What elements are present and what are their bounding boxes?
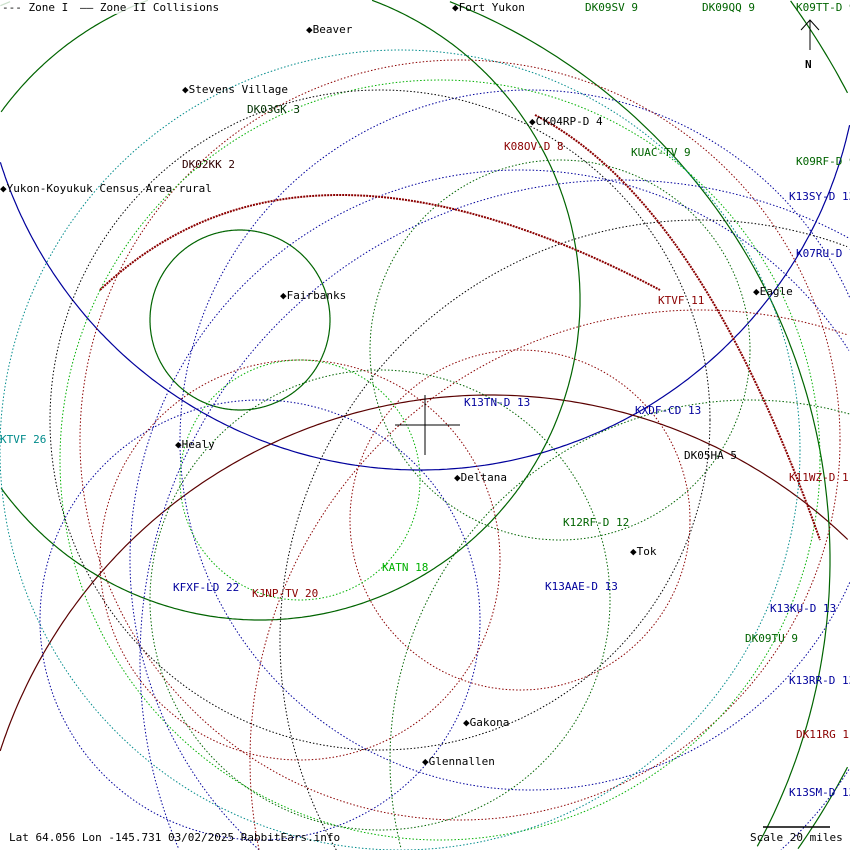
contour: [139, 179, 850, 848]
station-label[interactable]: DK02KK 2: [182, 158, 235, 171]
station-label[interactable]: K04RP-D 4: [543, 115, 603, 128]
station-label[interactable]: DK03GK 3: [247, 103, 300, 116]
legend: --- Zone I —— Zone II Collisions: [0, 0, 219, 14]
city-label: ◆Glennallen: [422, 755, 495, 768]
station-label[interactable]: KFXF-LD 22: [173, 581, 239, 594]
contour: [0, 49, 801, 850]
contour: [79, 59, 841, 821]
station-label[interactable]: K07RU-D 7: [796, 247, 850, 260]
station-label[interactable]: K11WZ-D 11: [789, 471, 850, 484]
station-label[interactable]: K13KU-D 13: [770, 602, 836, 615]
station-label[interactable]: KUAC-TV 9: [631, 146, 691, 159]
city-label: ◆Tok: [630, 545, 657, 558]
station-label[interactable]: KTVF 11: [658, 294, 704, 307]
station-label[interactable]: DK09QQ 9: [702, 1, 755, 14]
station-label[interactable]: KXDF-CD 13: [635, 404, 701, 417]
contour: [49, 89, 711, 751]
contour: [389, 399, 850, 848]
station-label[interactable]: KJNP-TV 20: [252, 587, 318, 600]
contour: [790, 0, 849, 850]
city-label: ◆Gakona: [463, 716, 509, 729]
contour: [129, 169, 850, 850]
station-label[interactable]: K09TT-D 9: [796, 1, 850, 14]
station-label[interactable]: K13SY-D 13: [789, 190, 850, 203]
station-label[interactable]: KTVF 26: [0, 433, 46, 446]
city-label: ◆C: [529, 115, 542, 128]
contour: [99, 359, 501, 761]
contour: [349, 349, 691, 691]
station-label[interactable]: K13AAE-D 13: [545, 580, 618, 593]
north-label: N: [805, 58, 812, 71]
station-label[interactable]: K13SM-D 13: [789, 786, 850, 799]
station-label[interactable]: K13TN-D 13: [464, 396, 530, 409]
contour: [0, 0, 581, 621]
contour: [369, 159, 751, 541]
status-readout: Lat 64.056 Lon -145.731 03/02/2025 Rabbi…: [9, 831, 340, 844]
station-label[interactable]: DK09TU 9: [745, 632, 798, 645]
station-label[interactable]: K13RR-D 13: [789, 674, 850, 687]
contour: [279, 219, 848, 850]
contour: [59, 79, 821, 841]
city-labels: ◆Fort Yukon ◆Beaver ◆Stevens Village ◆Yu…: [0, 1, 793, 768]
station-label[interactable]: DK05HA 5: [684, 449, 737, 462]
scale-label: Scale 20 miles: [750, 831, 843, 844]
station-label[interactable]: KATN 18: [382, 561, 428, 574]
contour: [149, 229, 331, 411]
contour: [149, 369, 611, 831]
north-arrow: [800, 19, 820, 50]
city-label: ◆Eagle: [753, 285, 793, 298]
city-label: ◆Stevens Village: [182, 83, 288, 96]
city-label: ◆Fairbanks: [280, 289, 346, 302]
station-label[interactable]: K09RF-D 9: [796, 155, 850, 168]
contour: [0, 394, 849, 752]
station-label[interactable]: K08OV-D 8: [504, 140, 564, 153]
station-label[interactable]: K12RF-D 12: [563, 516, 629, 529]
station-label[interactable]: DK11RG 11: [796, 728, 850, 741]
city-label: ◆Deltana: [454, 471, 507, 484]
city-label: ◆Beaver: [306, 23, 353, 36]
city-label: ◆Yukon-Koyukuk Census Area rural: [0, 182, 212, 195]
contour: [249, 309, 847, 850]
collision-arc: [534, 114, 821, 541]
station-label[interactable]: DK09SV 9: [585, 1, 638, 14]
cursor-crosshair: [395, 395, 460, 455]
city-label: ◆Healy: [175, 438, 215, 451]
collision-arc: [99, 194, 661, 291]
contour: [0, 1, 831, 847]
legend-zone2: —— Zone II Collisions: [80, 1, 219, 14]
station-labels: DK09SV 9 DK09QQ 9 K09TT-D 9 DK03GK 3 K04…: [0, 1, 850, 799]
city-label: ◆Fort Yukon: [452, 1, 525, 14]
contour: [39, 399, 481, 841]
legend-zone1: --- Zone I: [2, 1, 68, 14]
contour: [179, 89, 850, 791]
